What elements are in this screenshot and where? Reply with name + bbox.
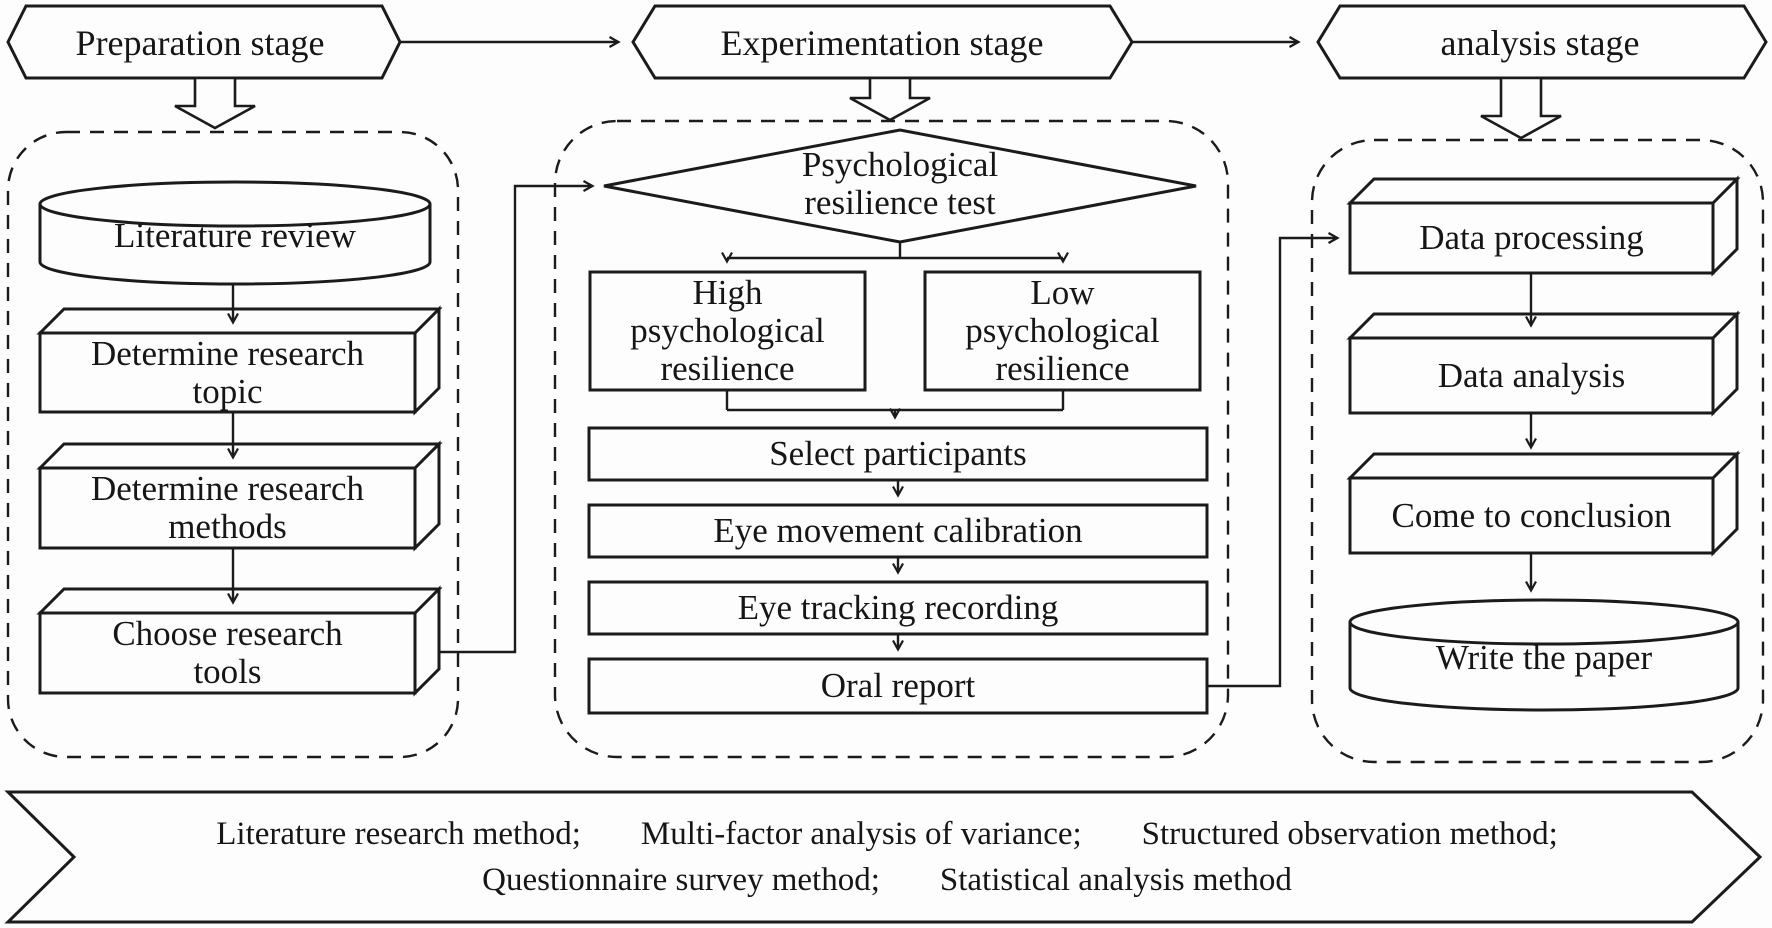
stage-title-preparation-text: Preparation stage <box>75 23 325 63</box>
stage-title-experimentation-text: Experimentation stage <box>720 23 1044 63</box>
oral-report-box <box>587 657 1209 715</box>
method-structured-observation: Structured observation method; <box>1141 816 1558 852</box>
high-resilience-box <box>588 270 867 392</box>
literature-review-label: Literature review <box>114 216 356 255</box>
stage-title-preparation: Preparation stage <box>30 8 370 78</box>
eye-movement-calibration-box <box>587 503 1209 559</box>
block-arrow-analysis <box>1480 76 1562 140</box>
method-literature-research: Literature research method; <box>216 816 581 852</box>
write-the-paper-label: Write the paper <box>1435 638 1653 677</box>
write-paper-cylinder-body <box>1348 622 1740 712</box>
come-to-conclusion-label: Come to conclusion <box>1391 495 1672 535</box>
resilience-test-diamond <box>603 128 1197 244</box>
write-paper-cylinder-top <box>1348 598 1740 646</box>
data-processing-label: Data processing <box>1419 218 1644 257</box>
experimentation-container <box>553 119 1230 759</box>
methods-banner-row-2: Questionnaire survey method; Statistical… <box>482 857 1292 903</box>
stage-title-analysis-text: analysis stage <box>1440 23 1640 63</box>
resilience-test-label: Psychological resilience test <box>801 145 999 222</box>
preparation-container <box>6 130 460 759</box>
connector-tools-to-resilience-test <box>438 180 595 654</box>
diamond-split-lines <box>727 242 1063 260</box>
block-arrow-experimentation <box>849 76 931 122</box>
block-arrow-preparation <box>174 76 256 130</box>
data-analysis-box <box>1348 336 1715 415</box>
analysis-container <box>1310 138 1765 764</box>
high-resilience-label: High psychological resilience <box>630 273 825 388</box>
method-multi-factor-anova: Multi-factor analysis of variance; <box>640 816 1082 852</box>
come-to-conclusion-box <box>1348 476 1715 555</box>
select-participants-label: Select participants <box>769 434 1027 473</box>
methods-banner-text: Literature research method; Multi-factor… <box>80 802 1694 912</box>
analysis-stage-hexagon <box>1316 4 1768 80</box>
methods-banner-ribbon <box>4 790 1763 924</box>
eye-movement-calibration-label: Eye movement calibration <box>713 511 1083 550</box>
stage-title-analysis: analysis stage <box>1350 8 1730 78</box>
determine-methods-box <box>38 466 417 550</box>
choose-tools-label: Choose research tools <box>112 614 343 691</box>
method-statistical-analysis: Statistical analysis method <box>939 862 1292 898</box>
eye-tracking-recording-label: Eye tracking recording <box>737 588 1059 627</box>
stage-title-experimentation: Experimentation stage <box>707 8 1057 78</box>
join-high-low-lines <box>725 390 1065 412</box>
data-analysis-label: Data analysis <box>1437 355 1626 395</box>
oral-report-label: Oral report <box>820 666 976 705</box>
data-processing-box <box>1348 201 1715 275</box>
determine-topic-label: Determine research topic <box>90 334 365 411</box>
choose-tools-box <box>38 611 417 695</box>
connector-oral-to-data-processing <box>1207 232 1340 688</box>
literature-review-cylinder-top <box>38 180 432 228</box>
method-questionnaire-survey: Questionnaire survey method; <box>482 862 880 898</box>
determine-methods-label: Determine research methods <box>90 469 365 546</box>
low-resilience-box <box>923 270 1202 392</box>
methods-banner-row-1: Literature research method; Multi-factor… <box>216 811 1557 857</box>
determine-topic-box <box>38 331 417 414</box>
select-participants-box <box>587 426 1209 482</box>
low-resilience-label: Low psychological resilience <box>965 273 1160 388</box>
